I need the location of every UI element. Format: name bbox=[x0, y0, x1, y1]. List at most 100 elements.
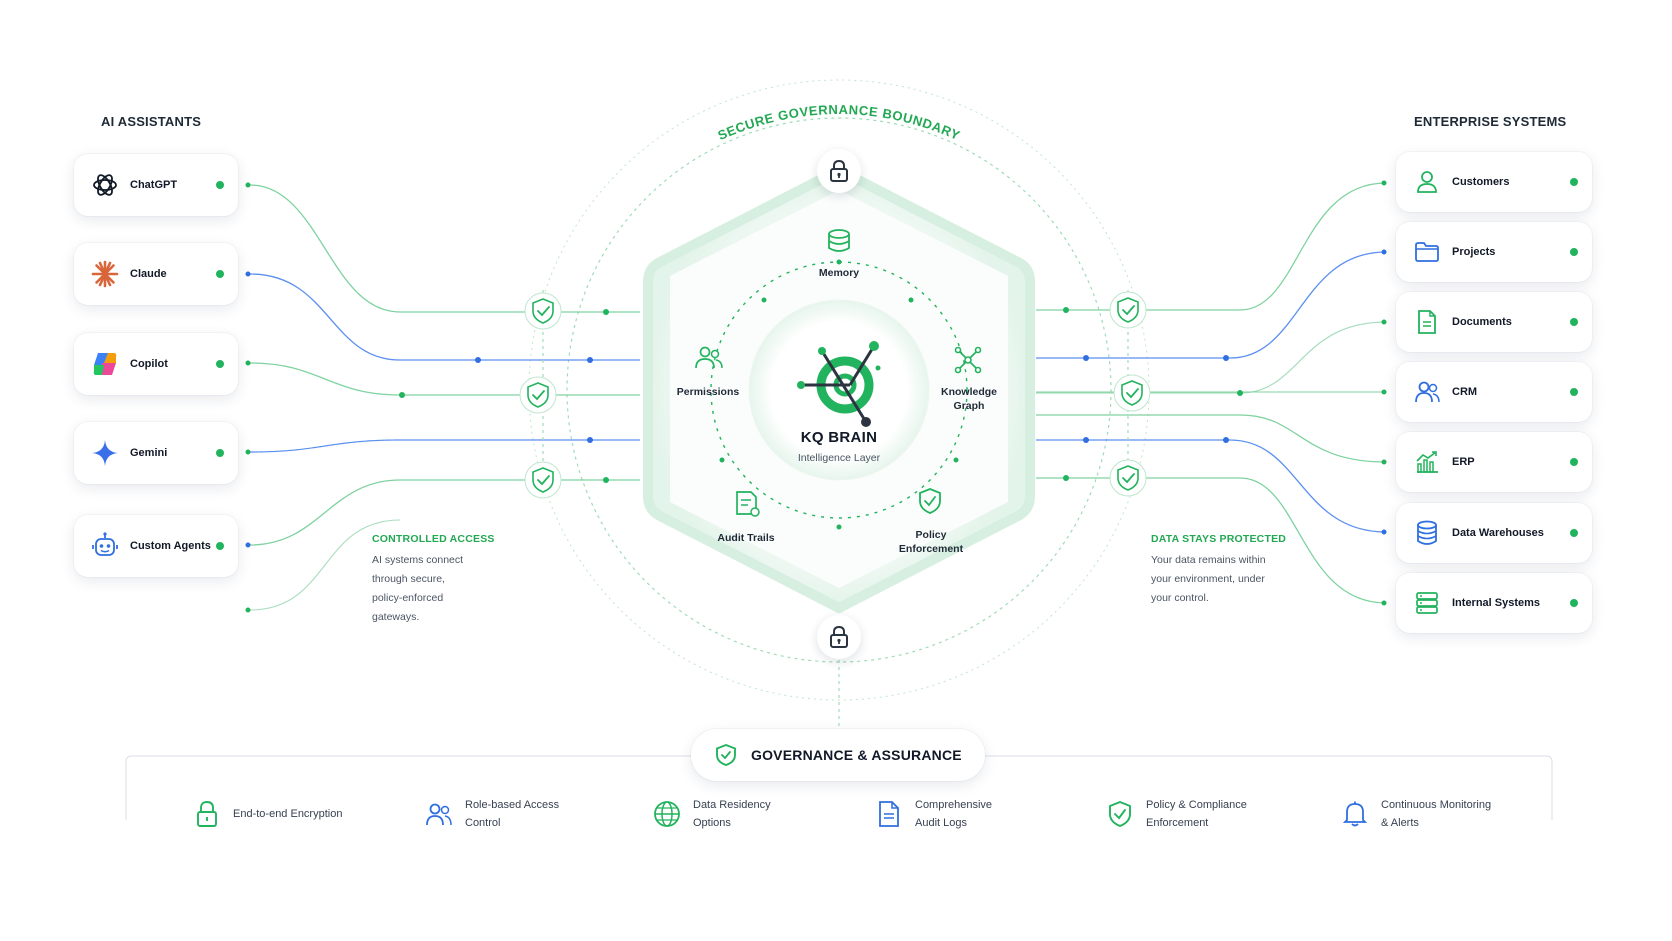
system-card-documents[interactable]: Documents bbox=[1396, 292, 1592, 352]
document-icon bbox=[1410, 305, 1444, 339]
system-card-label: Documents bbox=[1452, 316, 1512, 328]
ai-card-label: Copilot bbox=[130, 358, 168, 370]
kq-brain-logo bbox=[797, 341, 881, 427]
status-dot bbox=[216, 449, 224, 457]
gov-item-text: End-to-end Encryption bbox=[233, 808, 343, 820]
gateway-shield-left-1 bbox=[524, 292, 562, 330]
shield-check-icon bbox=[1104, 798, 1136, 830]
gov-item-text: Policy & Compliance bbox=[1146, 799, 1247, 811]
gov-item-text: Continuous Monitoring bbox=[1381, 799, 1492, 811]
note-line: your environment, under bbox=[1151, 573, 1265, 585]
inner-orbit bbox=[710, 261, 968, 519]
system-card-label: Customers bbox=[1452, 176, 1510, 188]
gateway-shield-right-2 bbox=[1113, 374, 1151, 412]
shield-check-icon bbox=[919, 488, 941, 514]
gov-item-monitoring: Continuous Monitoring& Alerts bbox=[1339, 798, 1491, 832]
system-card-crm[interactable]: CRM bbox=[1396, 362, 1592, 422]
enterprise-systems-title: ENTERPRISE SYSTEMS bbox=[1414, 114, 1567, 129]
status-dot bbox=[216, 360, 224, 368]
status-dot bbox=[216, 542, 224, 550]
claude-icon bbox=[88, 257, 122, 291]
robot-icon bbox=[88, 529, 122, 563]
chatgpt-icon bbox=[88, 168, 122, 202]
bell-icon bbox=[1339, 798, 1371, 830]
system-card-label: ERP bbox=[1452, 456, 1475, 468]
governance-pill: GOVERNANCE & ASSURANCE bbox=[691, 729, 985, 781]
gov-item-text: Role-based Access bbox=[465, 799, 560, 811]
server-icon bbox=[1410, 586, 1444, 620]
ai-assistants-title: AI ASSISTANTS bbox=[101, 114, 202, 129]
gov-item-text: Enforcement bbox=[1146, 817, 1209, 829]
ai-card-chatgpt[interactable]: ChatGPT bbox=[74, 154, 238, 216]
ai-card-gemini[interactable]: Gemini bbox=[74, 422, 238, 484]
database-icon bbox=[828, 229, 850, 252]
system-card-label: Projects bbox=[1452, 246, 1496, 258]
node-memory-label: Memory bbox=[818, 267, 860, 279]
governance-title: GOVERNANCE & ASSURANCE bbox=[751, 747, 962, 763]
note-line: AI systems connect bbox=[372, 554, 464, 566]
ai-card-label: ChatGPT bbox=[130, 179, 178, 191]
node-audit-trails-label: Audit Trails bbox=[717, 532, 775, 544]
note-line: gateways. bbox=[372, 611, 420, 623]
copilot-icon bbox=[88, 347, 122, 381]
ai-card-copilot[interactable]: Copilot bbox=[74, 333, 238, 395]
status-dot bbox=[1570, 458, 1578, 466]
lock-icon bbox=[830, 159, 848, 182]
system-card-projects[interactable]: Projects bbox=[1396, 222, 1592, 282]
gateway-shield-left-3 bbox=[524, 461, 562, 499]
system-card-label: Internal Systems bbox=[1452, 597, 1541, 609]
users-icon bbox=[695, 346, 723, 369]
lock-badge-bottom bbox=[817, 615, 861, 659]
graph-icon bbox=[954, 346, 982, 374]
data-protected-title: DATA STAYS PROTECTED bbox=[1151, 533, 1287, 545]
controlled-access-title: CONTROLLED ACCESS bbox=[372, 533, 495, 545]
status-dot bbox=[216, 181, 224, 189]
gemini-icon bbox=[88, 436, 122, 470]
users-icon bbox=[1410, 375, 1444, 409]
system-card-data-warehouses[interactable]: Data Warehouses bbox=[1396, 503, 1592, 563]
gateway-shield-right-3 bbox=[1109, 459, 1147, 497]
system-card-label: CRM bbox=[1452, 386, 1478, 398]
controlled-access-body: AI systems connect through secure, polic… bbox=[372, 551, 463, 627]
note-line: through secure, bbox=[372, 573, 445, 585]
note-line: your control. bbox=[1151, 592, 1209, 604]
gov-item-text: Options bbox=[693, 817, 731, 829]
note-line: Your data remains within bbox=[1151, 554, 1266, 566]
brain-title: KQ BRAIN bbox=[800, 429, 878, 446]
ai-card-custom-agents[interactable]: Custom Agents bbox=[74, 515, 238, 577]
status-dot bbox=[1570, 388, 1578, 396]
system-card-erp[interactable]: ERP bbox=[1396, 432, 1592, 492]
ai-card-label: Claude bbox=[130, 268, 167, 280]
status-dot bbox=[216, 270, 224, 278]
system-card-internal-systems[interactable]: Internal Systems bbox=[1396, 573, 1592, 633]
node-policy-enforcement-label: Policy Enforcement bbox=[898, 529, 964, 555]
status-dot bbox=[1570, 529, 1578, 537]
ai-card-label: Gemini bbox=[130, 447, 168, 459]
status-dot bbox=[1570, 178, 1578, 186]
gov-item-text: Control bbox=[465, 817, 501, 829]
user-icon bbox=[1410, 165, 1444, 199]
gateway-shield-right-1 bbox=[1109, 291, 1147, 329]
status-dot bbox=[1570, 248, 1578, 256]
status-dot bbox=[1570, 599, 1578, 607]
gov-item-text: Comprehensive bbox=[915, 799, 993, 811]
database-icon bbox=[1410, 516, 1444, 550]
node-knowledge-graph-label: Knowledge Graph bbox=[940, 386, 998, 412]
gov-item-text: Audit Logs bbox=[915, 817, 967, 829]
gov-item-encryption: End-to-end Encryption bbox=[191, 798, 342, 830]
lock-icon bbox=[830, 625, 848, 648]
ai-card-claude[interactable]: Claude bbox=[74, 243, 238, 305]
gateway-shield-left-2 bbox=[519, 376, 557, 414]
gov-item-text: Data Residency bbox=[693, 799, 771, 811]
system-card-customers[interactable]: Customers bbox=[1396, 152, 1592, 212]
brain-subtitle: Intelligence Layer bbox=[797, 452, 881, 464]
shield-check-icon bbox=[716, 743, 736, 767]
ai-card-label: Custom Agents bbox=[130, 540, 211, 552]
globe-icon bbox=[651, 798, 683, 830]
document-icon bbox=[873, 798, 905, 830]
data-protected-body: Your data remains within your environmen… bbox=[1151, 551, 1266, 608]
